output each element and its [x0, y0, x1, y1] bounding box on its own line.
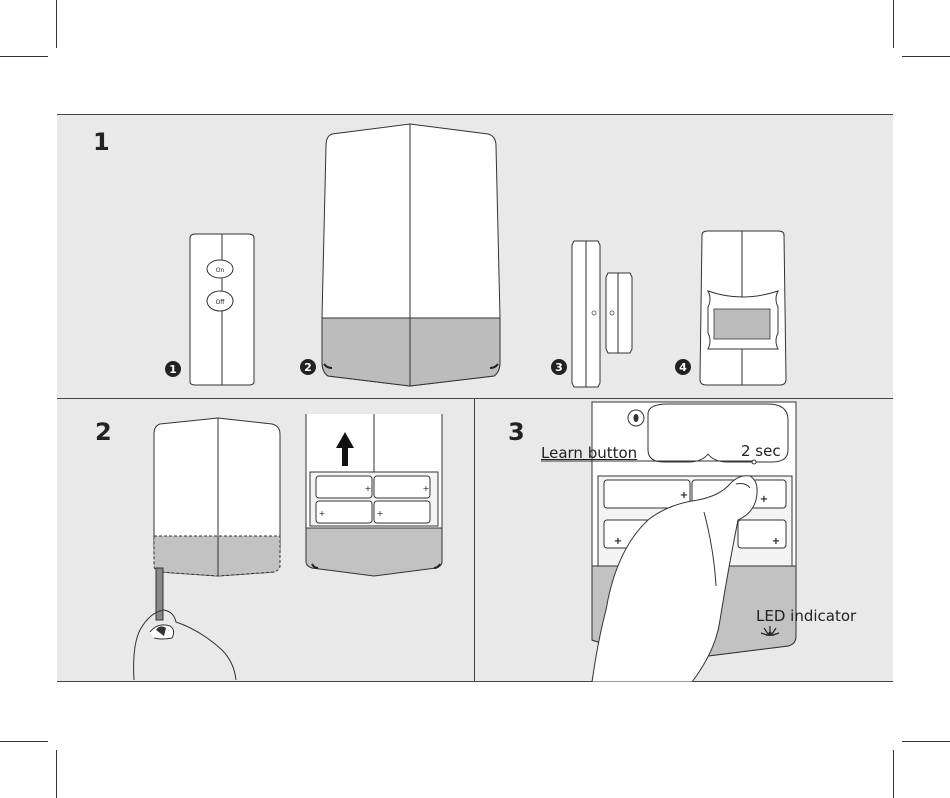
control-unit-illustration — [321, 123, 501, 387]
crop-mark-tl-h — [0, 56, 48, 57]
led-indicator-label: LED indicator — [756, 607, 857, 625]
learn-button-illustration: + + + + — [591, 401, 797, 682]
panel-divider-horizontal — [57, 398, 893, 399]
battery-row-top — [315, 475, 431, 499]
svg-text:+: + — [319, 509, 326, 518]
led-light-icon — [760, 626, 780, 636]
crop-mark-bl-h — [0, 741, 48, 742]
on-button-label: On — [216, 267, 225, 274]
svg-text:+: + — [377, 509, 384, 518]
step-number-3: 3 — [508, 418, 525, 446]
screwdriver — [155, 567, 164, 621]
crop-mark-br-v — [893, 750, 894, 798]
off-button — [206, 290, 234, 312]
panel-divider-vertical — [474, 399, 475, 682]
pir-lens — [713, 308, 771, 340]
battery-row-bottom — [315, 500, 431, 524]
device-marker-3: 3 — [551, 359, 567, 375]
crop-mark-bl-v — [56, 750, 57, 798]
device-marker-4: 4 — [675, 359, 691, 375]
svg-text:+: + — [614, 536, 622, 547]
svg-text:3: 3 — [555, 361, 563, 374]
open-unit-batteries-illustration: + + + + — [305, 414, 443, 577]
crop-mark-tl-v — [56, 0, 57, 48]
crop-mark-tr-v — [893, 0, 894, 48]
svg-text:2: 2 — [304, 361, 312, 374]
unit-screw-removal-illustration — [133, 417, 281, 680]
crop-mark-tr-h — [902, 56, 950, 57]
learn-button-leader-line — [541, 460, 753, 462]
hand-outline — [133, 609, 237, 680]
up-arrow-icon — [336, 432, 354, 466]
svg-text:+: + — [680, 490, 688, 501]
off-button-label: Off — [216, 299, 226, 306]
svg-text:4: 4 — [679, 361, 687, 374]
step-number-2: 2 — [95, 418, 112, 446]
svg-text:+: + — [423, 484, 430, 493]
step-number-1: 1 — [93, 128, 110, 156]
svg-text:+: + — [760, 494, 768, 505]
device-marker-1: 1 — [165, 361, 181, 377]
crop-mark-br-h — [902, 741, 950, 742]
hand-pressing — [591, 475, 758, 682]
door-sensor-illustration — [571, 240, 633, 388]
press-duration-label: 2 sec — [741, 442, 781, 460]
on-button — [206, 259, 234, 279]
svg-text:+: + — [772, 536, 780, 547]
motion-detector-illustration — [699, 230, 787, 386]
device-marker-2: 2 — [300, 359, 316, 375]
svg-text:+: + — [365, 484, 372, 493]
remote-control-illustration: On Off — [189, 233, 255, 386]
learn-button-label: Learn button — [541, 444, 638, 462]
svg-text:1: 1 — [169, 363, 177, 376]
